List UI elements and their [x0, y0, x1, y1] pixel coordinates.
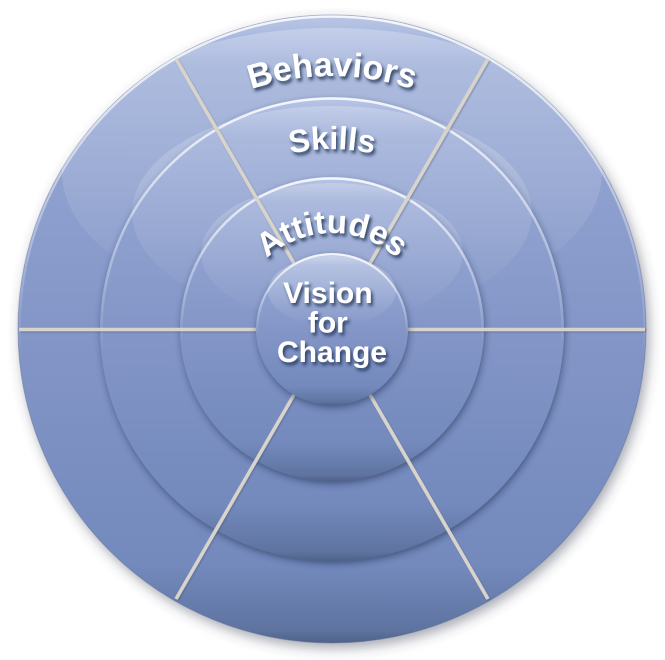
- center-label-line1: Vision: [283, 277, 372, 310]
- ring-label-skills: Skills: [286, 120, 379, 161]
- center-circle: [256, 253, 408, 405]
- center-circle-rim: [256, 253, 408, 405]
- ring-label-skills-text: Skills: [286, 120, 379, 161]
- center-label-line2: for: [308, 307, 348, 340]
- center-label-line3: Change: [277, 336, 387, 369]
- center-label: Vision for Change: [277, 277, 387, 369]
- gloss-highlight: [268, 256, 396, 326]
